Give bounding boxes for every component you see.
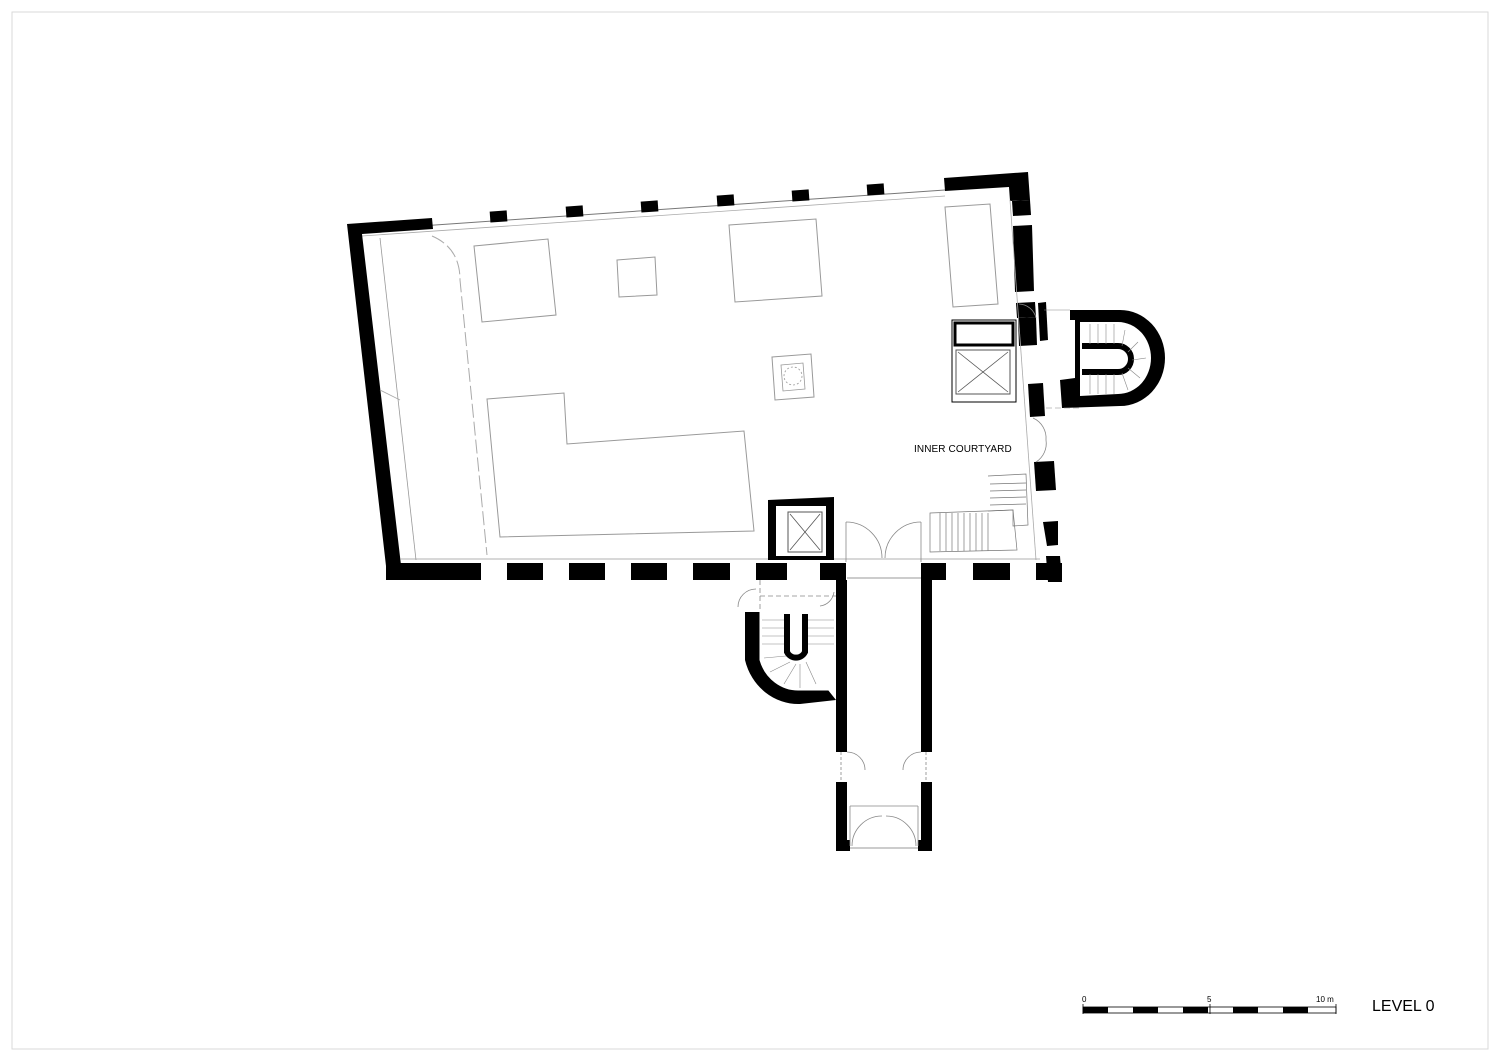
platform-2 — [616, 256, 658, 298]
inner-courtyard-label: INNER COURTYARD — [914, 444, 1012, 455]
east-tower-link-wall — [1038, 302, 1048, 341]
platform-1 — [473, 238, 557, 323]
scale-bar — [1082, 1004, 1337, 1014]
east-elevator — [951, 319, 1017, 403]
level-label: LEVEL 0 — [1372, 998, 1435, 1015]
south-elevator — [768, 497, 834, 560]
entrance-corridor — [836, 577, 932, 851]
south-double-door — [845, 521, 922, 562]
corridor-boundary — [431, 235, 488, 556]
scale-tick-5: 5 — [1207, 995, 1212, 1004]
north-wall-line-inner — [361, 195, 946, 237]
south-stair-steps — [784, 614, 808, 661]
fountain-pedestal — [771, 353, 815, 401]
sheet-frame — [11, 11, 1489, 1050]
l-shaped-platform — [486, 392, 755, 538]
main-hall — [347, 172, 1062, 582]
east-doors — [1018, 303, 1047, 463]
east-inner-line — [1009, 199, 1037, 561]
east-stair-steps — [1082, 343, 1134, 375]
platform-3 — [728, 218, 823, 303]
south-wall — [386, 563, 1062, 580]
north-piers — [489, 183, 885, 223]
platform-4 — [944, 203, 999, 308]
southeast-stair — [929, 473, 1029, 553]
east-wall — [1012, 200, 1062, 582]
south-stair-tower — [737, 580, 846, 705]
east-stair-tower — [1038, 302, 1165, 409]
scale-tick-0: 0 — [1082, 995, 1087, 1004]
west-wall — [347, 218, 433, 566]
scale-tick-10: 10 m — [1316, 995, 1334, 1004]
northeast-corner-wall — [944, 172, 1030, 201]
hall-ramp-line — [379, 389, 401, 401]
